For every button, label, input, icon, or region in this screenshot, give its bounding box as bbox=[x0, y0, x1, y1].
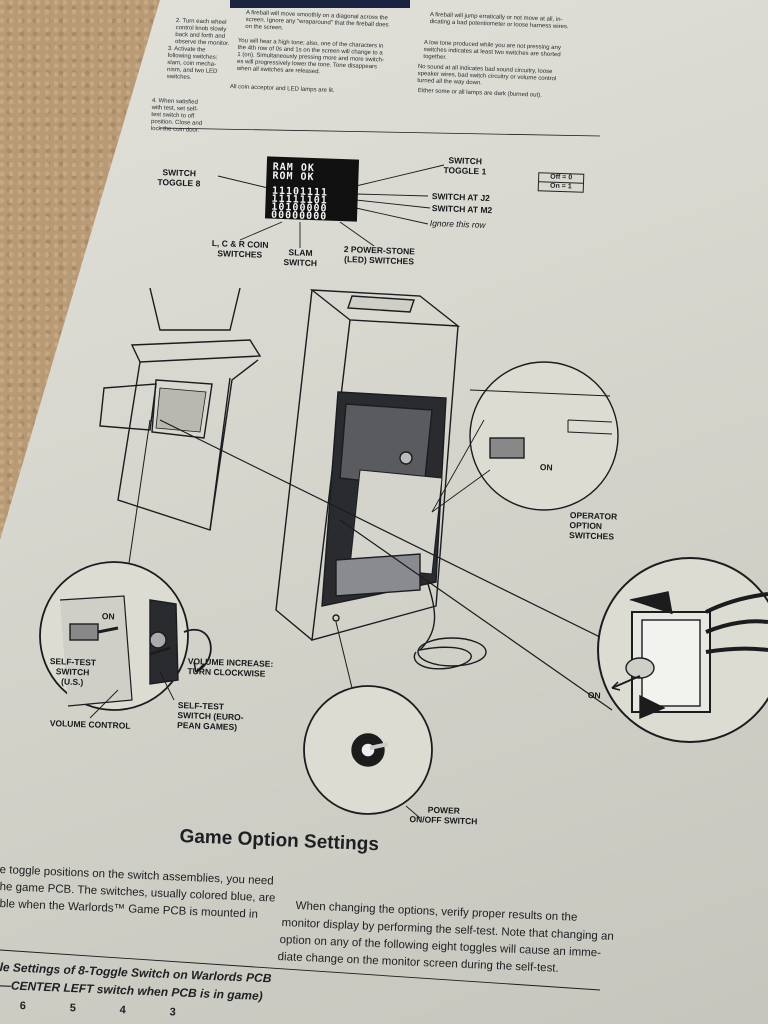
header-block bbox=[230, 0, 410, 8]
